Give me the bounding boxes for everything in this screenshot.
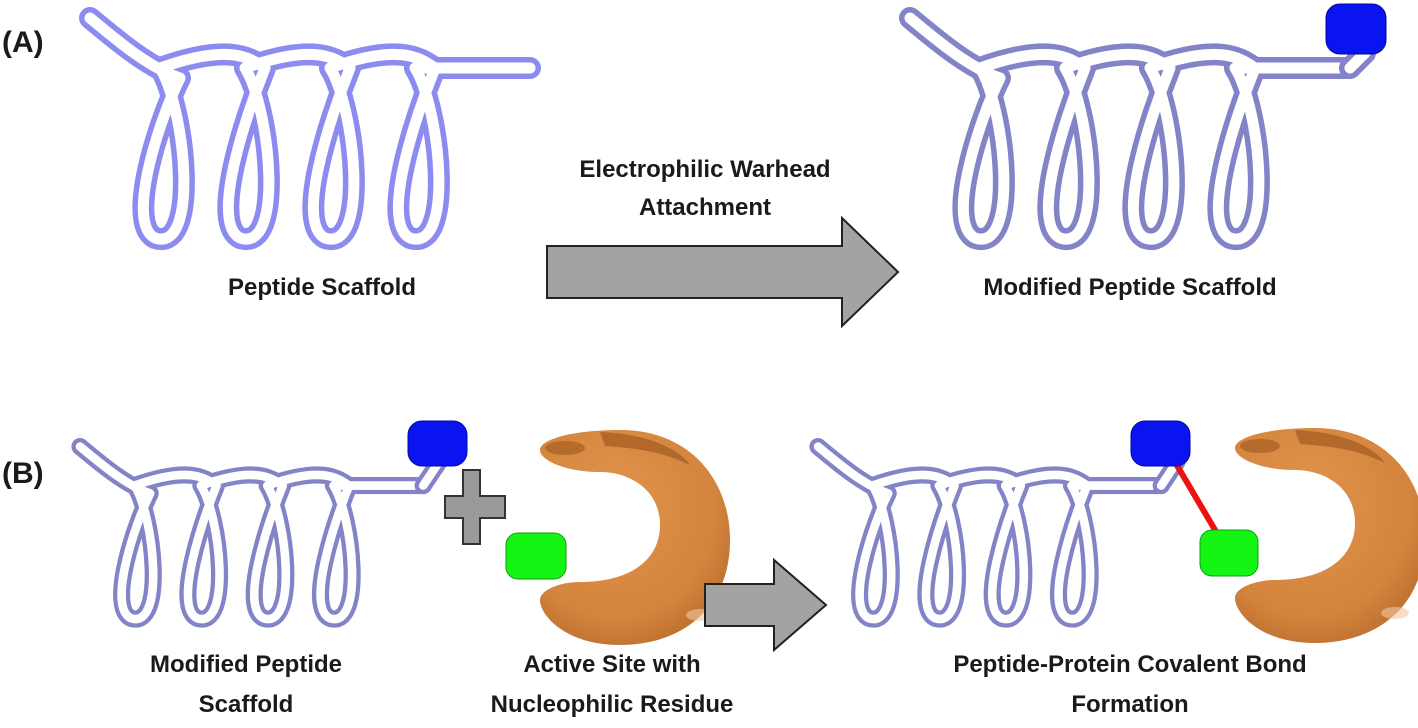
peptide-b-caption-line1: Modified Peptide <box>150 651 342 678</box>
nucleophile-block-icon <box>1199 529 1259 577</box>
protein-caption-line2: Nucleophilic Residue <box>491 691 734 718</box>
arrow-icon <box>546 215 900 329</box>
product-caption-line2: Formation <box>1071 691 1188 718</box>
arrow-a-caption-line2: Attachment <box>639 194 771 221</box>
helix-icon <box>90 18 530 239</box>
protein-icon <box>540 430 730 645</box>
protein-icon <box>1235 428 1418 643</box>
modified-peptide-caption: Modified Peptide Scaffold <box>983 274 1276 301</box>
modified-peptide-scaffold-b <box>80 447 448 619</box>
arrow-icon <box>704 557 828 653</box>
nucleophile-block-icon <box>505 532 567 580</box>
protein-caption-line1: Active Site with <box>523 651 700 678</box>
peptide-b-caption-line2: Scaffold <box>199 691 294 718</box>
bonded-peptide <box>818 447 1186 619</box>
peptide-scaffold <box>90 18 530 239</box>
plus-icon <box>444 469 506 545</box>
panel-b: (B) Modified Peptide Scaffold Active Sit… <box>2 420 1418 718</box>
helix-icon <box>818 447 1161 619</box>
arrow-a-caption-line1: Electrophilic Warhead <box>579 156 830 183</box>
helix-icon <box>910 18 1350 239</box>
covalent-bond-icon <box>1172 459 1221 538</box>
product-caption-line1: Peptide-Protein Covalent Bond <box>953 651 1306 678</box>
panel-b-label: (B) <box>2 457 44 490</box>
helix-icon <box>80 447 423 619</box>
modified-peptide-scaffold <box>910 18 1376 239</box>
panel-a: (A) Peptide Scaffold Electrophilic Warhe… <box>2 3 1387 329</box>
warhead-block-icon <box>407 420 468 467</box>
peptide-scaffold-caption: Peptide Scaffold <box>228 274 416 301</box>
panel-a-label: (A) <box>2 26 44 59</box>
warhead-block-icon <box>1325 3 1387 55</box>
warhead-block-icon <box>1130 420 1191 467</box>
